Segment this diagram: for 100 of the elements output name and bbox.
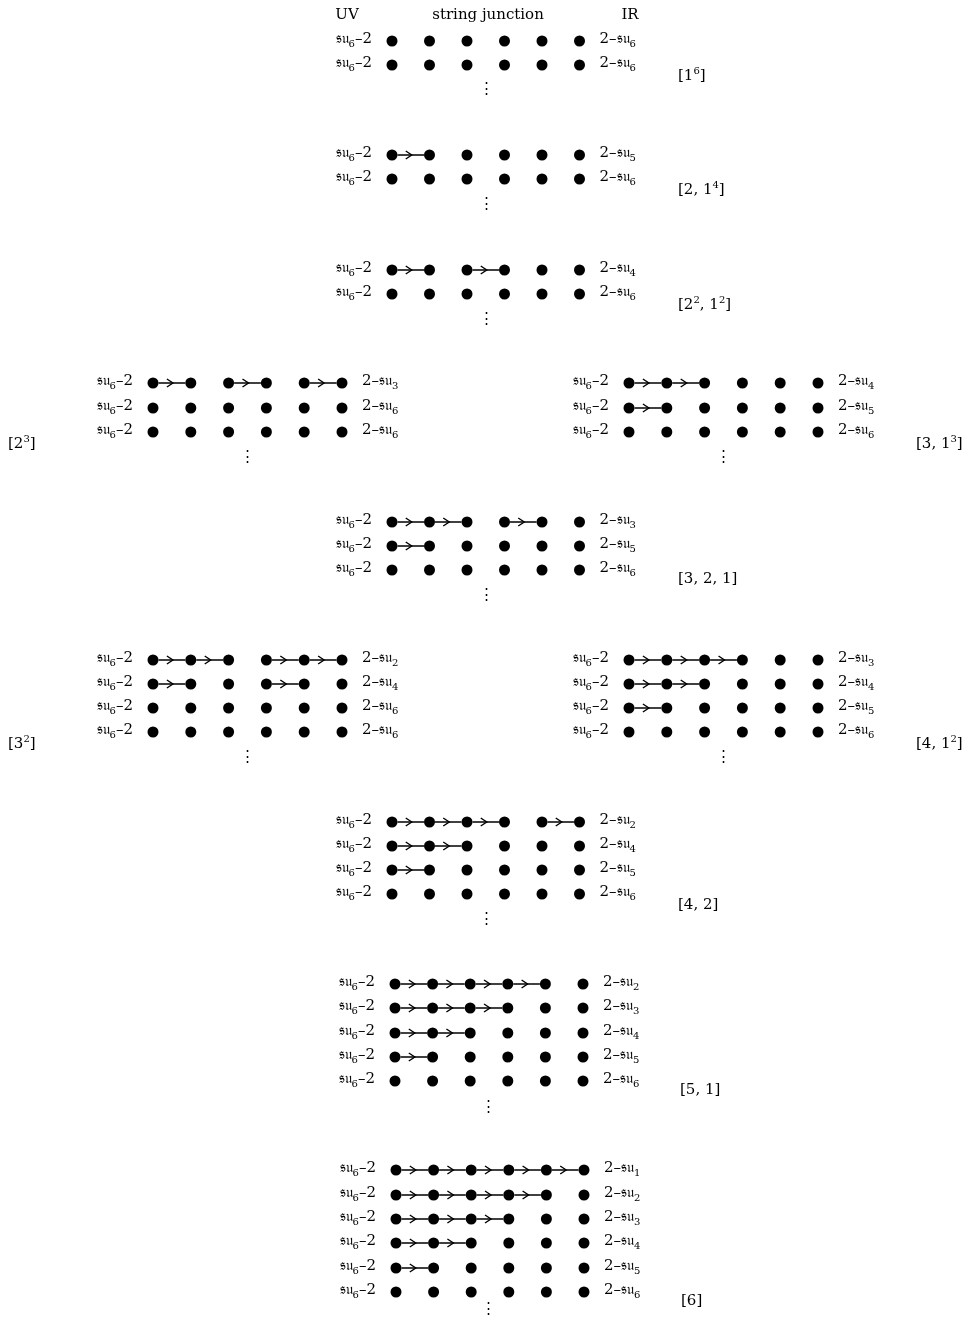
dot	[465, 1189, 477, 1201]
algebra-label: 2–𝔰𝔲$_{4}$	[603, 1021, 640, 1043]
algebra-label: 2–𝔰𝔲$_{4}$	[838, 371, 875, 393]
arrow	[471, 817, 500, 827]
ellipsis: ⋮	[239, 748, 255, 764]
dot	[427, 1075, 439, 1087]
dot	[147, 377, 159, 389]
dot	[502, 1051, 514, 1063]
dot	[336, 702, 348, 714]
dot	[464, 1027, 476, 1039]
partition-label: [1$^{6}$]	[678, 64, 706, 84]
dot	[623, 402, 635, 414]
dot	[424, 888, 435, 900]
dot	[623, 377, 635, 389]
algebra-label: 𝔰𝔲$_{6}$–2	[572, 371, 609, 393]
dot	[461, 264, 473, 276]
dot	[424, 864, 435, 876]
dot	[736, 402, 748, 414]
algebra-label: 2–𝔰𝔲$_{6}$	[599, 53, 636, 75]
dot	[260, 726, 272, 738]
algebra-label: 2–𝔰𝔲$_{6}$	[599, 282, 636, 304]
dot	[577, 1002, 589, 1014]
dot	[424, 540, 435, 552]
algebra-label: 𝔰𝔲$_{6}$–2	[572, 420, 609, 442]
dot	[336, 402, 348, 414]
arrow	[633, 403, 663, 413]
algebra-label: 2–𝔰𝔲$_{5}$	[599, 143, 636, 165]
algebra-label: 2–𝔰𝔲$_{3}$	[599, 510, 636, 532]
dot	[185, 702, 197, 714]
arrow	[396, 150, 425, 160]
algebra-label: 𝔰𝔲$_{6}$–2	[339, 1280, 376, 1302]
dot	[427, 1027, 439, 1039]
algebra-label: 𝔰𝔲$_{6}$–2	[338, 1021, 375, 1043]
dot	[386, 288, 398, 300]
arrow	[475, 1165, 505, 1175]
dot	[502, 1027, 514, 1039]
dot	[223, 702, 235, 714]
dot	[386, 564, 398, 576]
dot	[539, 978, 551, 990]
arrow	[396, 517, 425, 527]
algebra-label: 𝔰𝔲$_{6}$–2	[338, 1045, 375, 1067]
arrow	[400, 1190, 429, 1200]
arrow	[400, 1165, 429, 1175]
dot	[540, 1164, 552, 1176]
arrow	[438, 1214, 467, 1224]
dot	[424, 840, 435, 852]
algebra-label: 2–𝔰𝔲$_{6}$	[599, 882, 636, 904]
arrow	[308, 378, 338, 388]
dot	[536, 59, 548, 71]
dot	[390, 1189, 402, 1201]
dot	[185, 377, 197, 389]
dot	[461, 516, 473, 528]
dot	[577, 978, 589, 990]
algebra-label: 𝔰𝔲$_{6}$–2	[572, 672, 609, 694]
dot	[574, 816, 585, 828]
algebra-label: 2–𝔰𝔲$_{6}$	[838, 420, 875, 442]
dot	[260, 678, 272, 690]
dot	[428, 1237, 440, 1249]
dot	[428, 1164, 440, 1176]
ellipsis: ⋮	[480, 1300, 496, 1316]
arrow	[474, 979, 504, 989]
dot	[461, 59, 473, 71]
dot	[424, 288, 435, 300]
dot	[499, 173, 510, 185]
dot	[461, 35, 473, 47]
dot	[812, 402, 824, 414]
dot	[386, 864, 398, 876]
ellipsis: ⋮	[715, 448, 731, 464]
dot	[461, 840, 473, 852]
ellipsis: ⋮	[478, 910, 494, 926]
dot	[536, 149, 548, 161]
algebra-label: 𝔰𝔲$_{6}$–2	[96, 672, 133, 694]
dot	[574, 888, 585, 900]
dot	[461, 173, 473, 185]
arrow	[399, 1052, 428, 1062]
dot	[661, 402, 673, 414]
arrow	[396, 817, 425, 827]
dot	[465, 1213, 477, 1225]
arrow	[438, 1165, 467, 1175]
dot	[539, 1075, 551, 1087]
dot	[574, 540, 585, 552]
dot	[390, 1262, 402, 1274]
arrow	[671, 679, 700, 689]
dot	[185, 654, 197, 666]
dot	[389, 1075, 401, 1087]
dot	[499, 816, 510, 828]
algebra-label: 2–𝔰𝔲$_{2}$	[604, 1183, 641, 1205]
dot	[386, 540, 398, 552]
dot	[578, 1189, 590, 1201]
algebra-label: 2–𝔰𝔲$_{5}$	[838, 696, 875, 718]
dot	[461, 288, 473, 300]
dot	[390, 1213, 402, 1225]
dot	[661, 426, 673, 438]
dot	[298, 377, 310, 389]
dot	[465, 1286, 477, 1298]
arrow	[434, 841, 463, 851]
algebra-label: 𝔰𝔲$_{6}$–2	[572, 396, 609, 418]
algebra-label: 𝔰𝔲$_{6}$–2	[335, 258, 372, 280]
dot	[499, 864, 510, 876]
ellipsis: ⋮	[480, 1098, 496, 1114]
